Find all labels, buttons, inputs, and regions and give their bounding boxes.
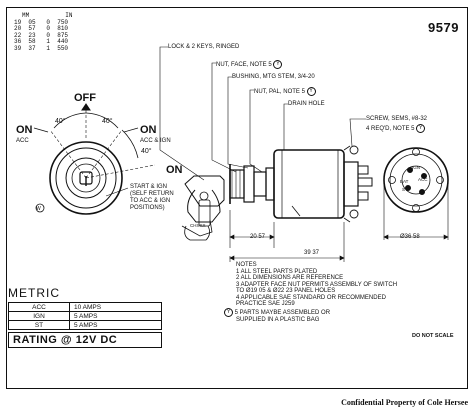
front-view-switch bbox=[33, 103, 156, 215]
angle-left: 40° bbox=[55, 118, 66, 125]
dim-table-row: 20 57 0 810 bbox=[14, 25, 72, 33]
note-5-marker: Y bbox=[224, 307, 233, 317]
note-5-symbol-3: Y bbox=[416, 124, 426, 133]
start-ign-line-1: START & IGN bbox=[130, 184, 168, 190]
note-line: SUPPLIED IN A PLASTIC BAG bbox=[236, 316, 320, 323]
dim-mm-value: 36 58 bbox=[14, 38, 36, 45]
pos-on-right: ON bbox=[140, 124, 157, 136]
note-line: 3 ADAPTER FACE NUT PERMITS ASSEMBLY OF S… bbox=[236, 281, 398, 288]
dim-header-in: IN bbox=[65, 12, 73, 19]
dim-table-row: 19 05 0 750 bbox=[14, 18, 72, 27]
key-tag-text: CHXXX bbox=[190, 223, 206, 228]
terminal-ign: IGN bbox=[412, 165, 421, 170]
pos-start-ign: START & IGN (SELF RETURN TO ACC & IGN PO… bbox=[130, 184, 174, 212]
callout-bushing: BUSHING, MTG STEM, 3/4-20 bbox=[232, 74, 315, 80]
notes-heading: NOTES bbox=[236, 262, 257, 268]
rear-view-switch bbox=[383, 147, 449, 213]
pos-on-bottom: ON bbox=[166, 164, 183, 176]
note-line: 4 APPLICABLE SAE STANDARD OR RECOMMENDED bbox=[236, 294, 386, 301]
terminal-acc: ACC bbox=[418, 177, 428, 182]
note-5-symbol-2: Y bbox=[306, 87, 316, 96]
callout-nut-face: NUT, FACE, NOTE 5 Y bbox=[216, 60, 283, 69]
rating-at-symbol: @ bbox=[60, 334, 73, 346]
do-not-scale: DO NOT SCALE bbox=[412, 333, 454, 339]
dim-mm-value: 19 05 bbox=[14, 18, 36, 26]
dim-table-row: 36 58 1 440 bbox=[14, 38, 72, 46]
side-view-switch bbox=[229, 145, 373, 223]
rating-box: RATING @ 12V DC bbox=[8, 332, 162, 348]
dim-in-value: 0 750 bbox=[46, 18, 69, 26]
start-ign-line-3: TO ACC & IGN bbox=[130, 198, 171, 204]
dim-mm-value: 39 37 bbox=[14, 44, 36, 52]
callout-lock-keys: LOCK & 2 KEYS, RINGED bbox=[168, 44, 240, 50]
pos-acc-ign: ACC & IGN bbox=[140, 138, 171, 144]
dim-in-value: 0 810 bbox=[46, 25, 69, 32]
dim-in-value: 1 440 bbox=[46, 38, 69, 45]
drawing-border bbox=[6, 7, 468, 389]
dim-table-row: 39 37 1 550 bbox=[14, 44, 72, 53]
dim-mm-value: 22 23 bbox=[14, 31, 36, 39]
note-line: 2 ALL DIMENSIONS ARE REFERENCE bbox=[236, 275, 344, 281]
note-line-5: 5 PARTS MAYBE ASSEMBLED OR bbox=[234, 309, 331, 316]
drawing-number: 9579 bbox=[428, 20, 459, 35]
ground-mark: W bbox=[36, 206, 41, 212]
angle-bottom: 40° bbox=[141, 148, 152, 155]
callout-nut-face-text: NUT, FACE, NOTE 5 bbox=[216, 62, 272, 69]
leader-lines bbox=[159, 46, 366, 181]
metric-title: METRIC bbox=[8, 286, 60, 300]
terminal-bat: BAT bbox=[400, 179, 409, 184]
key-outline bbox=[181, 175, 225, 241]
note-line: 1 ALL STEEL PARTS PLATED bbox=[236, 268, 318, 275]
callout-drain-hole: DRAIN HOLE bbox=[288, 101, 325, 107]
rating-label: RATING bbox=[13, 334, 58, 346]
start-ign-line-2: (SELF RETURN bbox=[130, 191, 174, 197]
dimension-lines bbox=[229, 180, 449, 262]
callout-screw-sems: SCREW, SEMS, #8-32 bbox=[366, 116, 428, 122]
start-ign-line-4: POSITIONS) bbox=[130, 205, 165, 211]
callout-nut-pal-text: NUT, PAL, NOTE 5 bbox=[254, 89, 305, 96]
dim-header-mm: MM bbox=[22, 12, 30, 19]
pos-off: OFF bbox=[74, 92, 96, 104]
pos-acc: ACC bbox=[16, 138, 29, 144]
rating-amps: 5 AMPS bbox=[69, 320, 162, 330]
dim-mm-value: 20 57 bbox=[14, 25, 36, 32]
confidential-notice: Confidential Property of Cole Hersee bbox=[341, 398, 468, 407]
note-line: Y 5 PARTS MAYBE ASSEMBLED OR bbox=[224, 307, 436, 317]
pos-on-left: ON bbox=[16, 124, 33, 136]
dim-in-value: 0 875 bbox=[46, 31, 69, 39]
note-line: TO Ø19 05 & Ø22 23 PANEL HOLES bbox=[236, 288, 336, 294]
callout-nut-pal: NUT, PAL, NOTE 5 Y bbox=[254, 87, 316, 96]
dim-table-row: 22 23 0 875 bbox=[14, 31, 72, 40]
terminal-st: ST bbox=[402, 187, 408, 192]
dim-in-value: 1 550 bbox=[46, 44, 69, 52]
callout-req-note-text: 4 REQ'D, NOTE 5 bbox=[366, 126, 415, 133]
dim-body: 39 37 bbox=[304, 250, 320, 256]
note-5-symbol: Y bbox=[273, 60, 283, 69]
angle-right: 40° bbox=[102, 118, 113, 125]
note-line: PRACTICE SAE J259 bbox=[236, 301, 295, 307]
callout-req-note: 4 REQ'D, NOTE 5 Y bbox=[366, 124, 426, 133]
notes-block: NOTES 1 ALL STEEL PARTS PLATED 2 ALL DIM… bbox=[224, 262, 436, 323]
rating-value: 12V DC bbox=[75, 334, 118, 346]
